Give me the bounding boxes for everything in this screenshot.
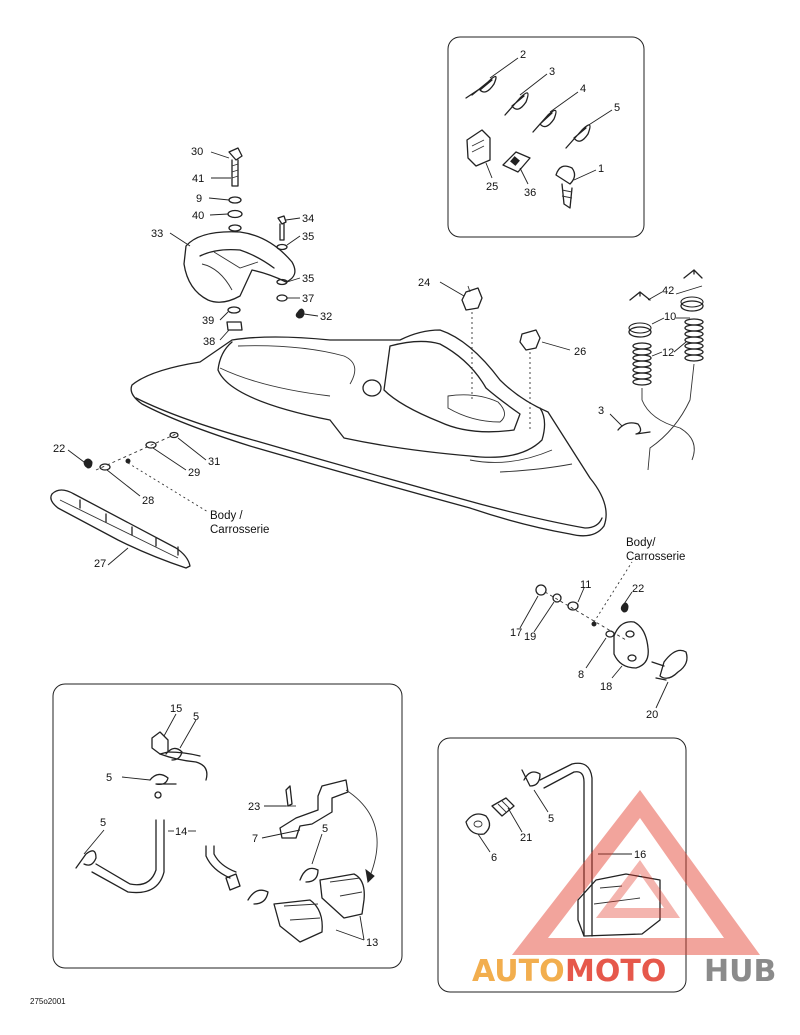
spring-assembly xyxy=(617,269,704,471)
callout-10: 10 xyxy=(664,311,676,323)
callout-5b: 5 xyxy=(106,772,112,784)
callout-32: 32 xyxy=(320,311,332,323)
spring-leaders xyxy=(609,285,703,427)
watermark-hub: HUB xyxy=(704,954,776,989)
handlebar-leaders xyxy=(169,151,319,341)
callout-19: 19 xyxy=(524,631,536,643)
watermark: AUTO MOTO HUB xyxy=(472,790,776,989)
watermark-moto: MOTO xyxy=(565,954,666,989)
rub-rail-leaders xyxy=(67,437,207,566)
body-label-line2: Carrosserie xyxy=(210,524,269,536)
callout-28: 28 xyxy=(142,495,154,507)
callout-27: 27 xyxy=(94,558,106,570)
spring-left xyxy=(632,342,652,386)
callout-40: 40 xyxy=(192,210,204,222)
callout-11: 11 xyxy=(580,579,591,591)
callout-6: 6 xyxy=(491,852,497,864)
handlebar-numbers: 30 41 9 40 33 34 35 35 37 32 39 38 xyxy=(151,146,332,348)
callout-13: 13 xyxy=(366,937,378,949)
callout-31: 31 xyxy=(208,456,220,468)
callout-8: 8 xyxy=(578,669,584,681)
callout-2: 2 xyxy=(520,49,526,61)
reference-code: 275o2001 xyxy=(30,997,66,1006)
callout-35b: 35 xyxy=(302,273,314,285)
body-label-line1: Body / xyxy=(210,510,243,522)
callout-26: 26 xyxy=(574,346,586,358)
callout-22: 22 xyxy=(53,443,65,455)
callout-24: 24 xyxy=(418,277,430,289)
callout-16: 16 xyxy=(634,849,646,861)
vent-inset-leaders xyxy=(477,789,632,855)
callout-5a: 5 xyxy=(193,711,199,723)
body-label-2-line1: Body/ xyxy=(626,537,656,549)
body-label-2-line2: Carrosserie xyxy=(626,551,685,563)
callout-29: 29 xyxy=(188,467,200,479)
callout-33: 33 xyxy=(151,228,163,240)
callout-3: 3 xyxy=(549,66,555,78)
callout-23: 23 xyxy=(248,801,260,813)
valve-and-plug xyxy=(461,285,541,430)
hook-leaders xyxy=(519,587,669,709)
callout-36: 36 xyxy=(524,187,536,199)
callout-37: 37 xyxy=(302,293,314,305)
valve-plug-leaders xyxy=(439,281,571,351)
callout-17: 17 xyxy=(510,627,522,639)
callout-41: 41 xyxy=(192,173,204,185)
callout-38: 38 xyxy=(203,336,215,348)
callout-5d: 5 xyxy=(322,823,328,835)
watermark-auto: AUTO xyxy=(472,954,565,989)
hook-assembly xyxy=(535,561,688,681)
callout-9: 9 xyxy=(196,193,202,205)
vent-inset xyxy=(437,737,687,993)
callout-39: 39 xyxy=(202,315,214,327)
hose-inset-leaders xyxy=(83,713,365,941)
callout-21: 21 xyxy=(520,832,532,844)
hose-inset xyxy=(52,683,403,969)
hull-body xyxy=(130,329,607,537)
callout-4: 4 xyxy=(580,83,586,95)
callout-15: 15 xyxy=(170,703,182,715)
clip-inset-numbers: 2 3 4 5 1 25 36 xyxy=(486,49,620,199)
callout-18: 18 xyxy=(600,681,612,693)
callout-7: 7 xyxy=(252,833,258,845)
callout-5: 5 xyxy=(614,102,620,114)
callout-12: 12 xyxy=(662,347,674,359)
watermark-triangle-icon xyxy=(512,790,760,955)
clip-inset-leaders xyxy=(485,57,613,185)
spring-right xyxy=(684,318,704,362)
rub-rail-assembly xyxy=(50,431,209,569)
callout-34: 34 xyxy=(302,213,314,225)
callout-3-spring: 3 xyxy=(598,405,604,417)
callout-30: 30 xyxy=(191,146,203,158)
callout-5e: 5 xyxy=(548,813,554,825)
callout-1: 1 xyxy=(598,163,604,175)
callout-20: 20 xyxy=(646,709,658,721)
callout-22b: 22 xyxy=(632,583,644,595)
callout-42: 42 xyxy=(662,285,674,297)
callout-5c: 5 xyxy=(100,817,106,829)
callout-14: 14 xyxy=(175,826,187,838)
clip-inset xyxy=(447,36,645,238)
callout-25: 25 xyxy=(486,181,498,193)
callout-35: 35 xyxy=(302,231,314,243)
